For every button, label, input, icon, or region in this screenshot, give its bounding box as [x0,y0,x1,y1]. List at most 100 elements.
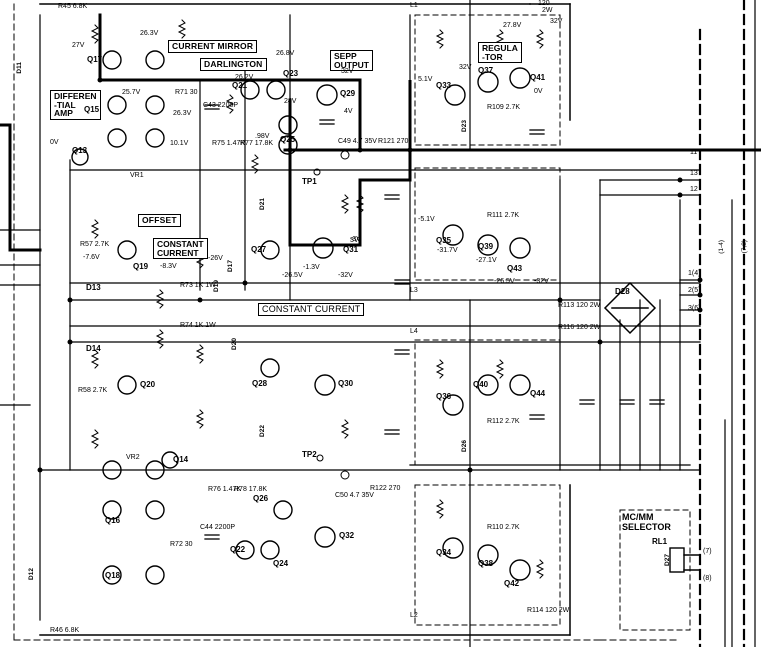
voltage-26-3v-b: 26.3V [173,110,192,117]
test-points [313,150,350,480]
voltage-5-1v: 5.1V [418,76,433,83]
terminal-11: 11 [690,149,698,156]
voltage-10-1v: 10.1V [170,140,189,147]
voltage-0v-reg: 0V [534,88,543,95]
ref-tp2: TP2 [302,450,317,459]
terminal-7-8-vertical: (7,8) [741,240,748,254]
q25-label: Q25 [280,135,296,144]
voltage-minus-8-3v: -8.3V [160,263,177,270]
constant-current-small-label: CONSTANT CURRENT [153,238,208,259]
voltage-27-8v: 27.8V [503,22,522,29]
voltage-26-3v: 26.3V [140,30,159,37]
ref-l4: L4 [410,328,418,335]
ref-r57: R57 2.7K [80,241,110,248]
junction-dots [37,77,703,473]
ref-r109: R109 2.7K [487,104,521,111]
q17-label: Q17 [87,55,103,64]
d28-label: D28 [615,287,630,296]
outer-dashed-border [13,3,681,641]
voltage-25-7v: 25.7V [122,89,141,96]
q33-label: Q33 [436,81,452,90]
voltage-0v: 0V [50,139,59,146]
d17-label: D17 [227,260,234,272]
ref-r112: R112 2.7K [487,418,520,425]
q34-label: Q34 [436,548,452,557]
q23-label: Q23 [283,69,299,78]
ref-2w: 2W [542,7,553,14]
ref-r76: R76 1.47K [208,486,242,493]
differential-amp-label: DIFFEREN -TIAL AMP [50,90,101,120]
ref-vr1: VR1 [130,172,144,179]
d14-label: D14 [86,344,101,353]
ref-vr2: VR2 [126,454,140,461]
ref-r110: R110 2.7K [487,524,520,531]
resistor-symbols [90,19,545,579]
heavy-signal-path [0,13,761,252]
d11-label: D11 [16,62,23,74]
voltage-minus-26v: -26V [208,255,223,262]
right-rail-lines [724,0,756,647]
ref-l2: L2 [410,612,418,619]
ref-r78: R78 17.8K [234,486,268,493]
rl1-label: RL1 [652,537,668,546]
ref-c49: C49 4.7 35V [338,138,377,145]
darlington-label: DARLINGTON [200,58,267,71]
voltage-32v-reg: 32V [550,18,563,25]
ref-tp1: TP1 [302,177,317,186]
voltage-minus-31-7v: -31.7V [437,247,458,254]
terminal-8: (8) [703,575,712,582]
voltage-26-2v: 26.2V [235,74,254,81]
ref-r58: R58 2.7K [78,387,108,394]
q40-label: Q40 [473,380,489,389]
voltage-minus-32v-b: -32V [534,278,549,285]
transistor-symbols [71,50,531,585]
voltage-minus-1-3v: -1.3V [303,264,320,271]
vertical-bus-lines [39,0,681,647]
bus-lines [0,169,701,471]
constant-current-bar-label: CONSTANT CURRENT [258,303,365,316]
q19-label: Q19 [133,262,149,271]
bridge-rectifier [603,281,657,335]
q26-label: Q26 [253,494,269,503]
q14-label: Q14 [173,455,189,464]
q41-label: Q41 [530,73,546,82]
capacitor-symbols [204,104,665,540]
ref-r113: R113 120 2W [558,302,601,309]
sepp-output-label: SEPP OUTPUT [330,50,373,71]
ref-l3: L3 [410,287,418,294]
d26-label: D26 [461,440,468,452]
d13-label: D13 [86,283,101,292]
voltage-minus-3v: -3V [350,236,361,243]
ref-r77: R77 17.8K [240,140,274,147]
d27-label: D27 [664,554,671,566]
q32-label: Q30 [338,379,354,388]
d12-label: D12 [28,568,35,580]
d23-label: D23 [461,120,468,132]
voltage-98v: .98V [255,133,270,140]
voltage-26-8v: 26.8V [276,50,295,57]
ref-r114: R114 120 2W [527,607,570,614]
terminal-7: (7) [703,548,712,555]
ref-r122: R122 270 [370,485,401,492]
terminal-3-6: 3(6) [688,305,701,312]
q39-label: Q39 [478,242,494,251]
q42-label: Q42 [504,579,520,588]
voltage-minus-32v: -32V [338,272,353,279]
q43-label: Q43 [507,264,523,273]
ref-r74: R74 1K 1W [180,322,216,329]
regulator-label: REGULA -TOR [478,42,522,63]
voltage-minus-5-1v: -5.1V [418,216,435,223]
terminal-12: 12 [690,186,698,193]
ref-c44: C44 2200P [200,524,236,531]
ref-l1: L1 [410,2,418,9]
ref-r121: R121 270 [378,138,409,145]
ref-r45: R45 6.8K [58,3,88,10]
voltage-4v: 4V [344,108,353,115]
ref-120: 120 [538,0,550,7]
q15-label: Q15 [84,105,100,114]
q27-label: Q27 [251,245,267,254]
terminal-1-4: 1(4) [688,270,701,277]
voltage-32v-sepp: 32V [341,68,354,75]
ref-r71: R71 30 [175,89,198,96]
